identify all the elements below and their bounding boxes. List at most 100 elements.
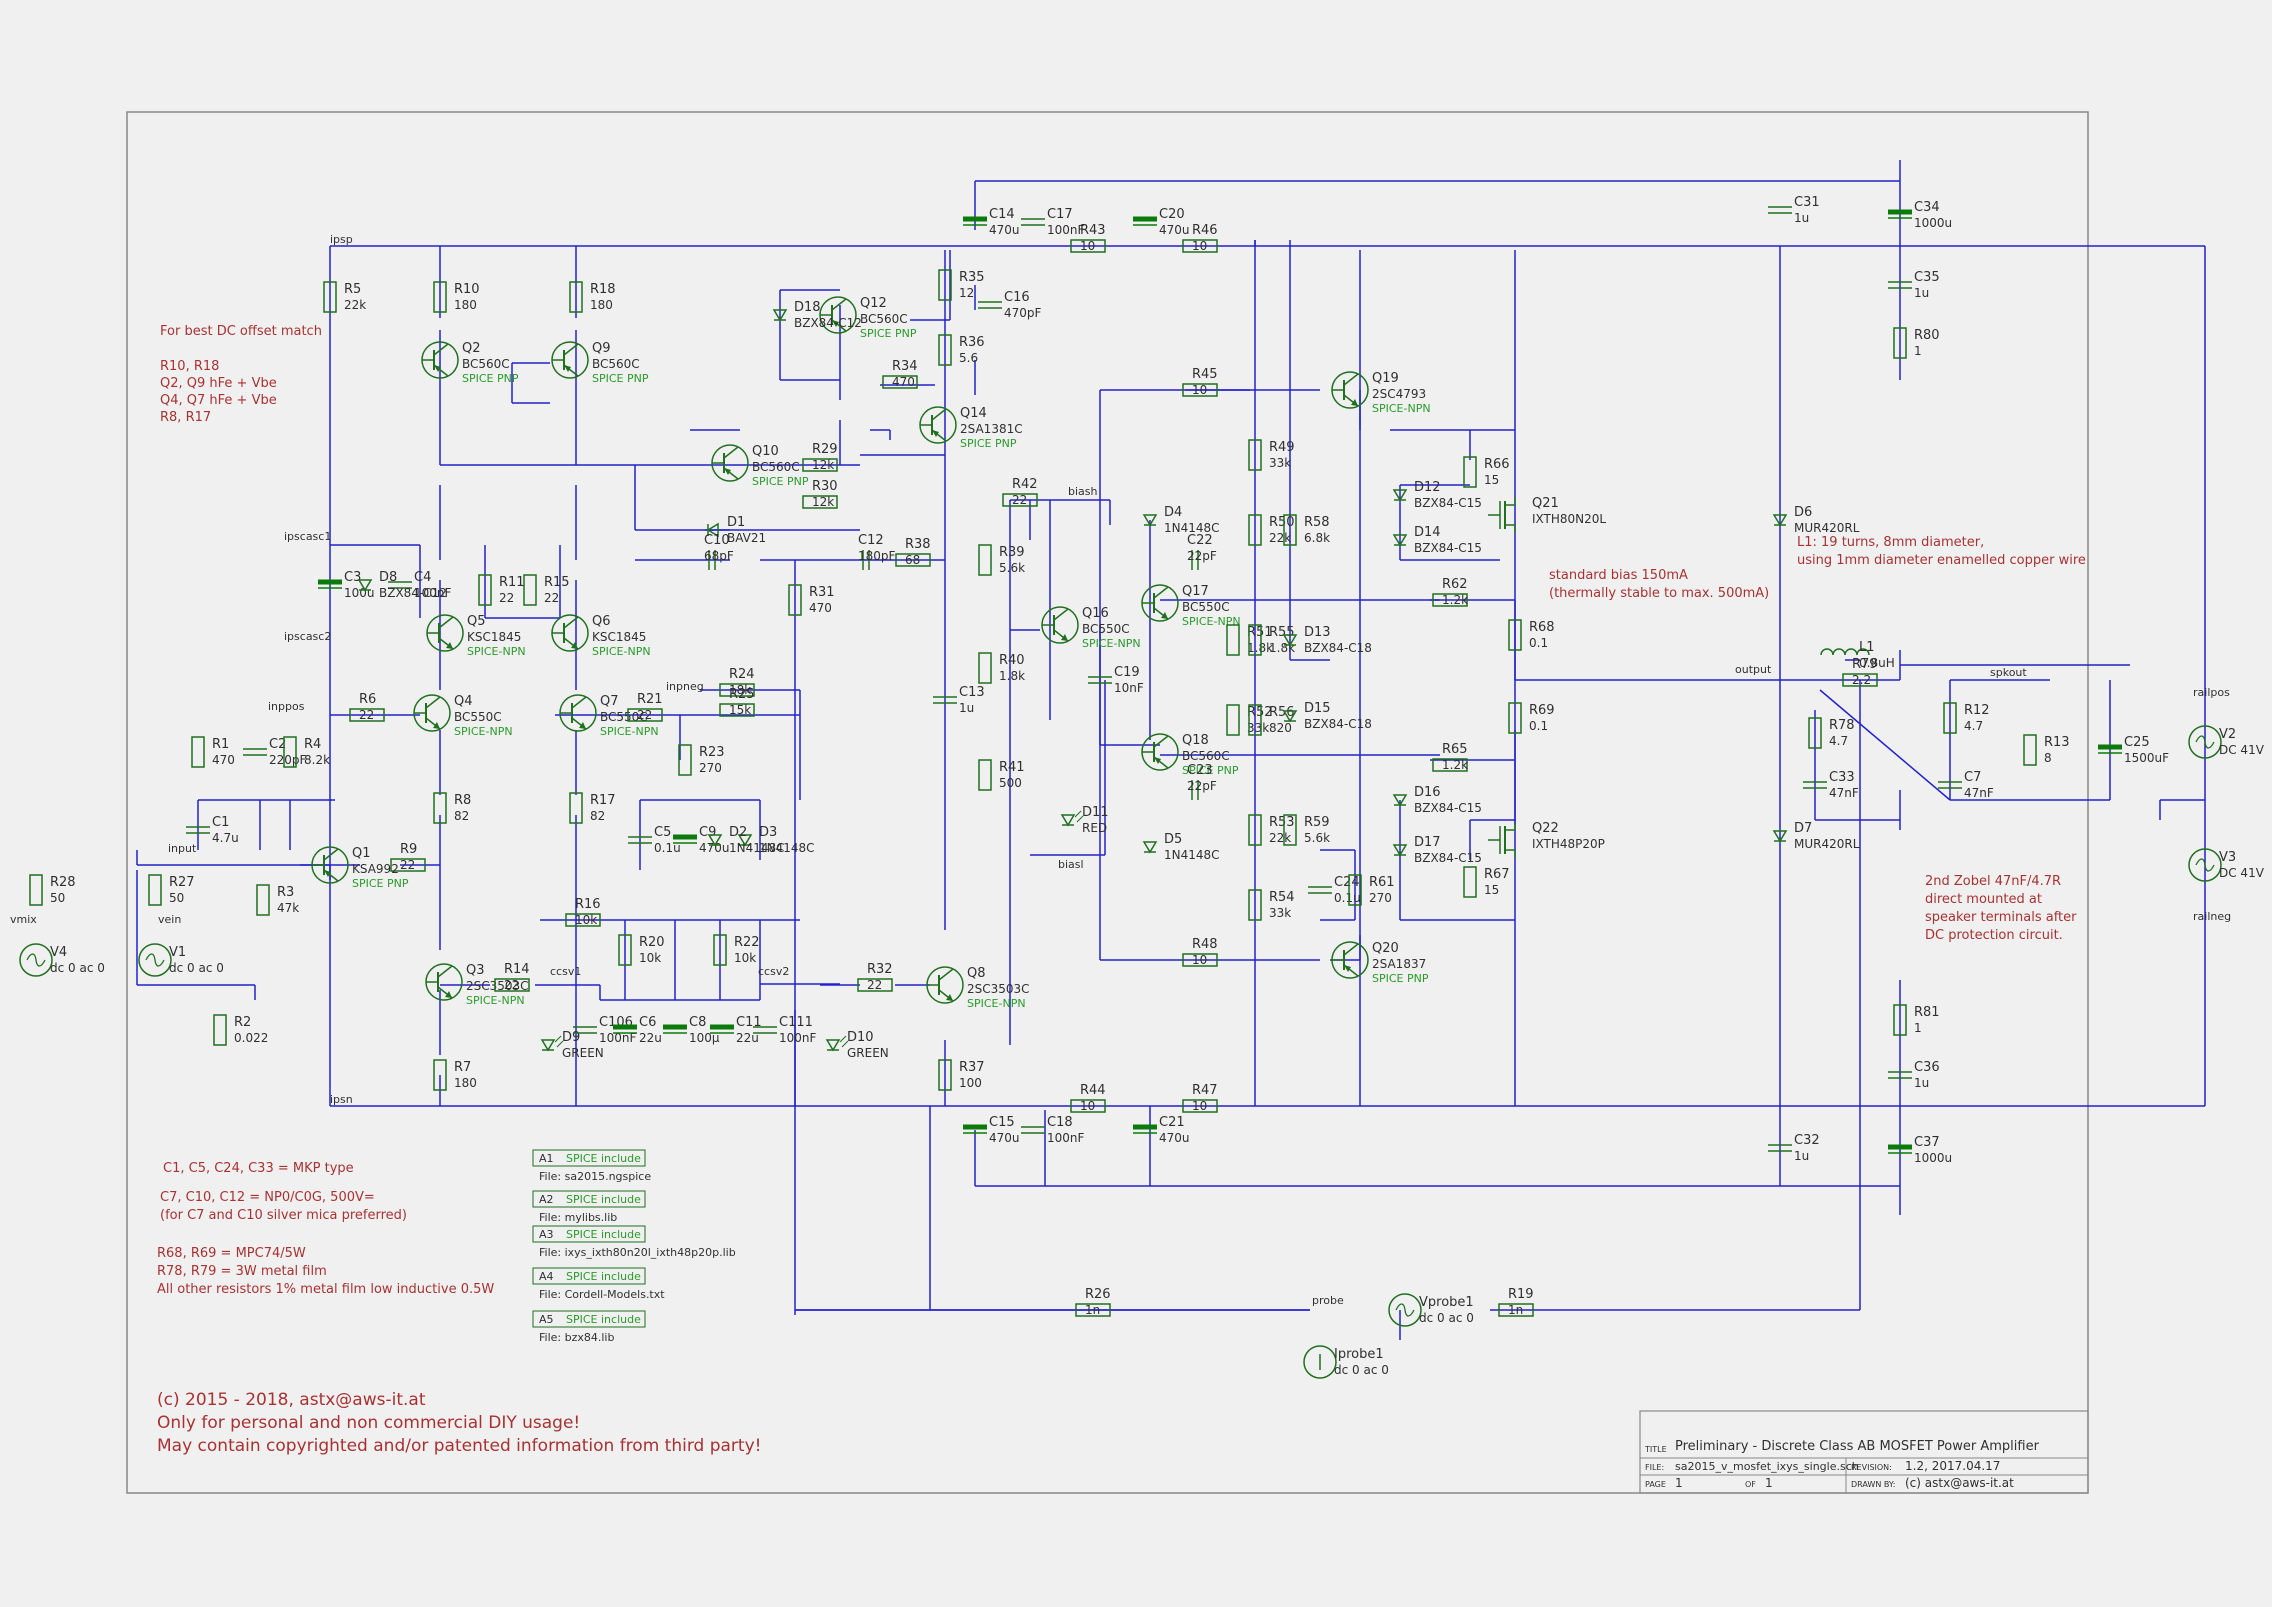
component-value: 0.022 [234, 1031, 268, 1045]
component-model: SPICE PNP [752, 475, 809, 488]
component-value: BZX84-C15 [1414, 496, 1482, 510]
component-model: SPICE-NPN [467, 645, 526, 658]
component-ref: C31 [1794, 195, 1820, 210]
component-ref: R20 [639, 935, 665, 950]
component-ref: R55 [1269, 625, 1295, 640]
component-ref: Q19 [1372, 371, 1399, 386]
component-model: SPICE PNP [352, 877, 409, 890]
component-value: 82 [454, 809, 469, 823]
copyright-line: May contain copyrighted and/or patented … [157, 1436, 761, 1456]
component-ref: Q4 [454, 694, 473, 709]
component-value: 33k [1269, 906, 1291, 920]
component-value: 10 [1080, 239, 1095, 253]
component-ref: R52 [1247, 705, 1273, 720]
component-value: BZX84-C18 [1304, 641, 1372, 655]
component-ref: R15 [544, 575, 570, 590]
component-ref: R31 [809, 585, 835, 600]
component-ref: C13 [959, 685, 985, 700]
component-ref: R8 [454, 793, 471, 808]
revision-value: 1.2, 2017.04.17 [1905, 1459, 2000, 1473]
zobel-note-line: DC protection circuit. [1925, 928, 2063, 943]
bias-note-line: (thermally stable to max. 500mA) [1549, 586, 1769, 601]
component-value: 100nF [599, 1031, 637, 1045]
component-ref: C25 [2124, 735, 2150, 750]
component-ref: C10 [704, 533, 730, 548]
component-ref: L1 [1859, 640, 1875, 655]
zobel-note-line: 2nd Zobel 47nF/4.7R [1925, 874, 2061, 889]
component-model: SPICE PNP [462, 372, 519, 385]
component-ref: R28 [50, 875, 76, 890]
component-model: SPICE PNP [592, 372, 649, 385]
component-ref: C22 [1187, 533, 1213, 548]
component-value: 50 [50, 891, 65, 905]
spice-include: A5 SPICE include File: bzx84.lib [532, 1310, 646, 1344]
component-ref: C12 [858, 533, 884, 548]
inductor-note-line: L1: 19 turns, 8mm diameter, [1797, 535, 1984, 550]
component-value: 100nF [414, 586, 452, 600]
component-ref: R11 [499, 575, 525, 590]
component-value: 1.2k [1442, 758, 1468, 772]
component-value: 1.8k [1247, 641, 1273, 655]
component-ref: C20 [1159, 207, 1185, 222]
component-value: 47nF [1829, 786, 1859, 800]
component-value: 22 [499, 591, 514, 605]
zobel-note-line: speaker terminals after [1925, 910, 2077, 925]
component-model: SPICE-NPN [592, 645, 651, 658]
component-value: 15k [729, 703, 751, 717]
component-value: 100 [959, 1076, 982, 1090]
component-value: 18k [729, 683, 751, 697]
component-ref: R48 [1192, 937, 1218, 952]
component-value: 1000u [1914, 1151, 1952, 1165]
component-ref: C5 [654, 825, 671, 840]
component-value: 0.8uH [1859, 656, 1895, 670]
zobel-note: 2nd Zobel 47nF/4.7R direct mounted at sp… [1925, 874, 2077, 943]
spice-include-ref: A1 [539, 1152, 554, 1165]
component-value: DC 41V [2219, 743, 2265, 757]
component-value: 1.2k [1442, 593, 1468, 607]
component-value: 10 [1192, 1099, 1207, 1113]
component-ref: D6 [1794, 505, 1812, 520]
component-ref: Q14 [960, 406, 987, 421]
component-ref: R22 [734, 935, 760, 950]
component-value: 1N4148C [1164, 521, 1220, 535]
drawing-frame [126, 111, 2089, 1494]
component-ref: C19 [1114, 665, 1140, 680]
component-ref: D12 [1414, 480, 1441, 495]
spice-include: A4 SPICE include File: Cordell-Models.tx… [532, 1267, 665, 1301]
component-ref: C33 [1829, 770, 1855, 785]
component-value: 0.1u [654, 841, 681, 855]
component-value: BC550C [1182, 600, 1230, 614]
component-value: 22pF [1187, 779, 1217, 793]
component-value: BC560C [592, 357, 640, 371]
component-ref: R4 [304, 737, 321, 752]
offset-note-line: Q4, Q7 hFe + Vbe [160, 393, 277, 408]
component-value: 6.8k [1304, 531, 1330, 545]
component-value: BC550C [1082, 622, 1130, 636]
net-label-spkout: spkout [1990, 666, 2027, 679]
component-ref: Q12 [860, 296, 887, 311]
component-ref: Q7 [600, 694, 619, 709]
